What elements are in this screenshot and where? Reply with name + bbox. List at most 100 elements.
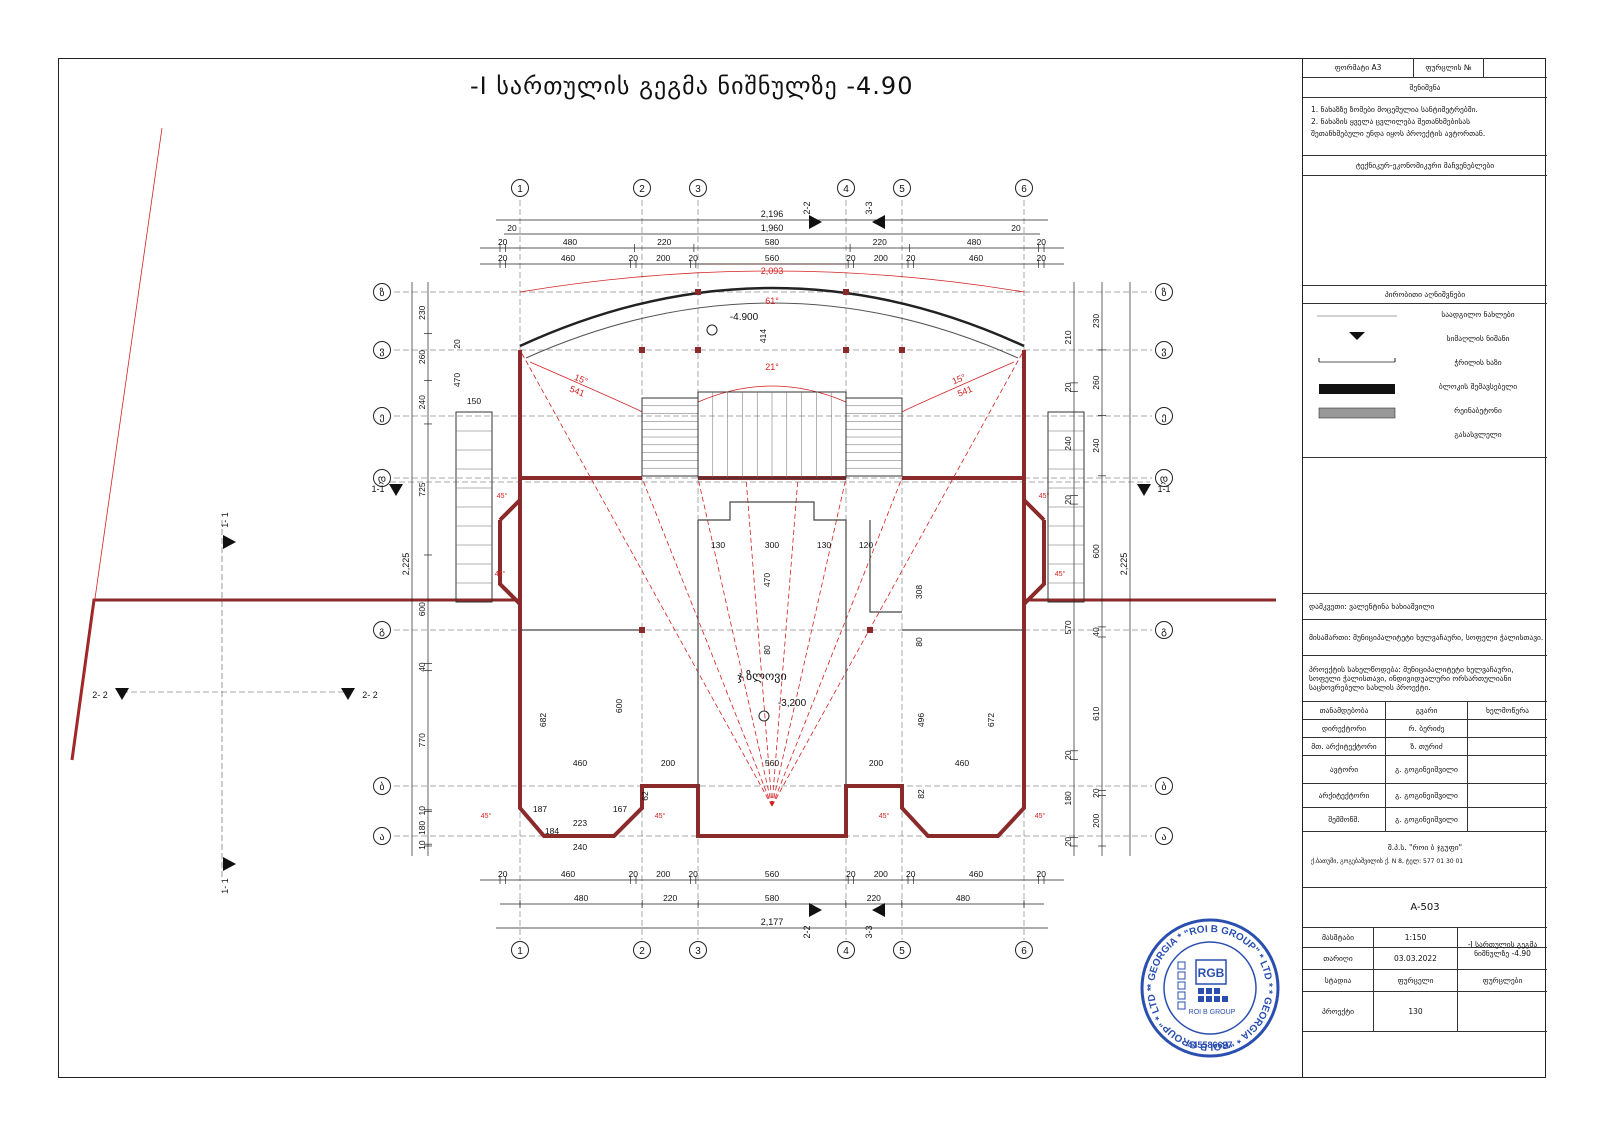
dimension-label: 460: [955, 758, 969, 768]
dimension-label: 220: [873, 237, 887, 247]
dimension-label: 10: [417, 840, 427, 850]
axis-bubble: [1155, 621, 1173, 639]
column: [695, 347, 701, 353]
signature-row: შემმოწმ. გ. გოგინეიშვილი: [1303, 808, 1547, 832]
section-arrow-icon: [1137, 484, 1151, 496]
legend-label-4: ბლოკის შემავსებელი: [1438, 382, 1518, 391]
signature-row: დირექტორი რ. ბერიძე: [1303, 720, 1547, 738]
bottom-head-row: სტადია ფურცელი ფურცლები: [1303, 970, 1547, 992]
axis-bubble: [893, 941, 911, 959]
dimension-label: 10: [417, 806, 427, 816]
partition: [520, 501, 1024, 786]
axis-label: ე: [1161, 412, 1166, 423]
axis-label: დ: [1160, 474, 1168, 485]
signature-mark: [1467, 738, 1547, 755]
dimension-label: 414: [758, 329, 768, 343]
section-arrow-icon: [872, 215, 885, 229]
dimension-label: 20: [498, 237, 508, 247]
axis-label: 4: [843, 946, 849, 957]
dimension-label: 200: [656, 253, 670, 263]
dimension-label: 308: [914, 585, 924, 599]
stamp-logo: RGB: [1198, 966, 1225, 980]
retaining-wall: [70, 598, 520, 761]
axis-bubble: [373, 407, 391, 425]
dimension-label: 210: [1063, 330, 1073, 344]
dimension-label: 80: [762, 645, 772, 655]
section-label: 1-1: [371, 484, 384, 494]
dimension-label: 770: [417, 733, 427, 747]
walls: [70, 127, 1276, 838]
scale-row: მასშტაბი 1:150: [1303, 928, 1547, 948]
dimension-label: 40: [417, 662, 427, 672]
angle-label: 45°: [1035, 812, 1046, 820]
project-row: პროექტის სახელწოდება: მუნიციპალიტეტი ხელ…: [1303, 656, 1547, 702]
dimension-label: 20: [846, 253, 856, 263]
axis-label: ვ: [379, 346, 384, 357]
axis-label: 2: [639, 946, 645, 957]
legend-symbols: [1317, 315, 1397, 419]
legend-head-row: პირობითი აღნიშვნები: [1303, 286, 1547, 304]
axis-bubble: [373, 827, 391, 845]
company-address: ქ.ბათუმი, გოგებაშვილის ქ. N 8, ტელ: 577 …: [1311, 858, 1464, 865]
axis-bubble: [373, 341, 391, 359]
dimension-label: 40: [1091, 627, 1101, 637]
section-label: 1- 1: [220, 512, 230, 528]
dimension-label: 20: [629, 253, 639, 263]
dimension-label: 480: [967, 237, 981, 247]
scale-value: 1:150: [1373, 928, 1457, 947]
wall: [518, 612, 1026, 838]
axis-label: 1: [517, 184, 523, 195]
client-text: დამკვეთი: ვალენტინა ხახიაშვილი: [1309, 602, 1435, 611]
section-label: 1-1: [1157, 484, 1170, 494]
axis-bubble: [689, 179, 707, 197]
drawing-number-row: A-503: [1303, 888, 1547, 928]
scale-label: მასშტაბი: [1321, 933, 1354, 942]
company-row: შ.პ.ს. "როი ბ ჯგუფი" ქ.ბათუმი, გოგებაშვი…: [1303, 832, 1547, 888]
dimension-label: 300: [765, 540, 779, 550]
title-block: ფორმატი A3 ფურცლის № შენიშვნა 1. ნახაზზე…: [1302, 58, 1547, 1078]
level-label: -4.900: [730, 312, 759, 323]
axis-bubble: [373, 283, 391, 301]
axis-label: ბ: [1161, 781, 1166, 793]
dimension-label: 20: [1037, 253, 1047, 263]
dimension-label: 150: [467, 396, 481, 406]
fan-line: [697, 477, 773, 807]
sig-position: ავტორი: [1329, 765, 1359, 774]
notes-heading: შენიშვნა: [1409, 83, 1441, 92]
axis-label: 5: [899, 946, 905, 957]
dimension-label: 570: [1063, 620, 1073, 634]
fan-line: [771, 477, 799, 807]
axis-label: ა: [379, 832, 384, 843]
section-arrow-icon: [341, 688, 355, 700]
dimension-label: 200: [869, 758, 883, 768]
note-3: შეთანხმებული უნდა იყოს პროექტის ავტორთან…: [1311, 129, 1486, 138]
dimension-label: 580: [765, 237, 779, 247]
dimension-label: 725: [417, 482, 427, 496]
dimension-label: 200: [874, 869, 888, 879]
arc-length-label: 2,093: [761, 266, 784, 276]
curved-wall-inner: [525, 302, 1019, 359]
arc-dimension: [697, 385, 847, 403]
section-label: 3-3: [864, 925, 874, 938]
axis-bubble: [1155, 469, 1173, 487]
angle-label: 45°: [1055, 570, 1066, 578]
dimension-label: 20: [1011, 223, 1021, 233]
signature-head: თანამდებობა გვარი ხელმოწერა: [1303, 702, 1547, 720]
dimension-label: 20: [1063, 750, 1073, 760]
sig-head-name: გვარი: [1385, 702, 1467, 719]
sig-name: რ. ბერიძე: [1385, 720, 1467, 737]
dimension-label: 460: [969, 869, 983, 879]
dimension-label: 260: [1091, 375, 1101, 389]
tech-body: [1303, 176, 1547, 286]
arc-dimension: [519, 270, 1025, 293]
axis-bubble: [633, 179, 651, 197]
dimension-label: 560: [765, 253, 779, 263]
company-stamp: * GEORGIA * "ROI B GROUP" * LTD * * GEOR…: [1140, 918, 1280, 1058]
section-label: 1- 1: [220, 878, 230, 894]
legend-label-2: სიმაღლის ნიშანი: [1446, 334, 1510, 343]
dimension-label: 230: [417, 305, 427, 319]
sig-position: შემმოწმ.: [1328, 815, 1360, 824]
dimension-label: 184: [545, 826, 559, 836]
